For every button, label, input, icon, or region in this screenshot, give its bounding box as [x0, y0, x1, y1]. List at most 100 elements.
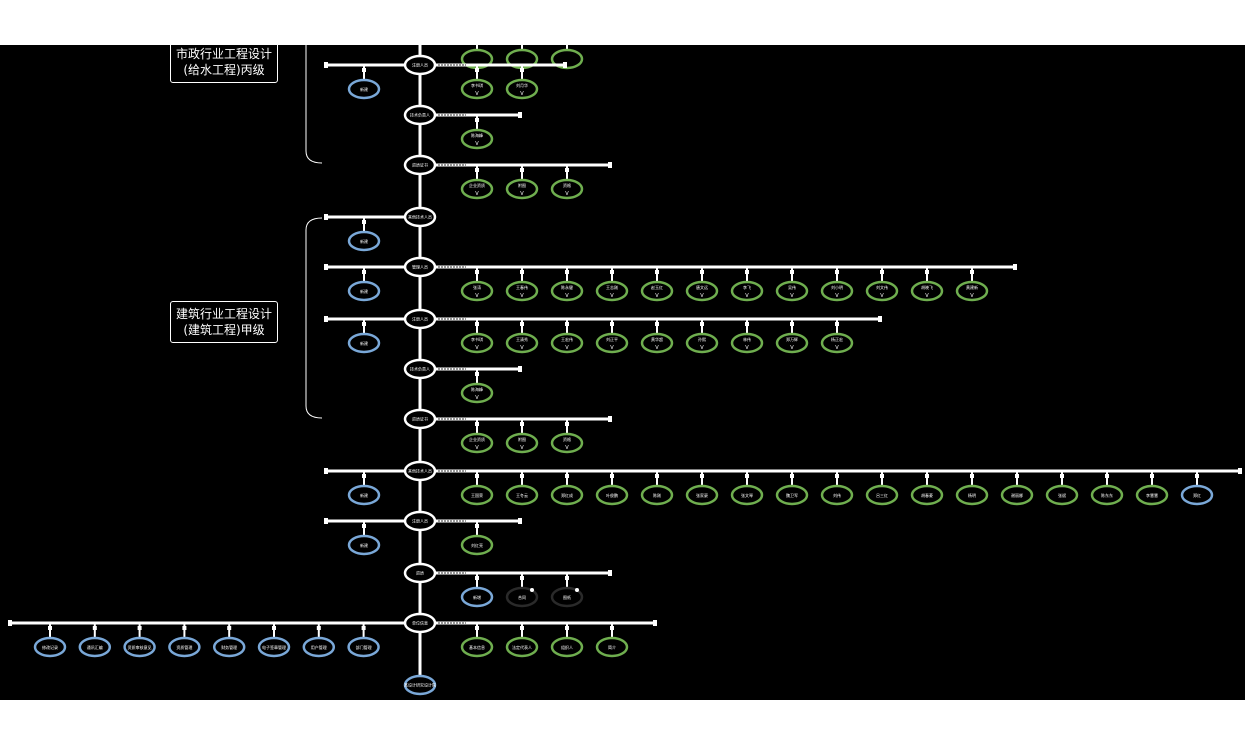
leaf-node[interactable]: [730, 332, 764, 354]
category-node[interactable]: [403, 206, 437, 228]
action-node[interactable]: [347, 636, 380, 658]
action-node[interactable]: [347, 78, 381, 100]
connector-knob: [1015, 474, 1019, 478]
action-node[interactable]: [302, 636, 336, 658]
leaf-node[interactable]: [550, 484, 584, 506]
leaf-node-label: 用户管理: [311, 644, 327, 650]
action-node[interactable]: [257, 636, 291, 658]
leaf-node[interactable]: [505, 280, 539, 302]
leaf-node[interactable]: [550, 178, 584, 200]
category-node[interactable]: [403, 54, 437, 76]
leaf-node[interactable]: [460, 128, 494, 150]
leaf-node-label: 电子签章管理: [262, 644, 286, 650]
leaf-node[interactable]: [820, 332, 854, 354]
chevron-down-icon: V: [655, 345, 659, 351]
leaf-node[interactable]: [1000, 484, 1034, 506]
leaf-node[interactable]: [1045, 484, 1079, 506]
leaf-node[interactable]: [550, 636, 584, 658]
leaf-node[interactable]: [460, 382, 494, 404]
leaf-node[interactable]: [1090, 484, 1124, 506]
leaf-node[interactable]: [775, 332, 809, 354]
leaf-node[interactable]: [460, 332, 494, 354]
connector-knob: [1105, 474, 1109, 478]
leaf-node[interactable]: [460, 78, 494, 100]
leaf-node[interactable]: [640, 332, 674, 354]
leaf-node[interactable]: [505, 178, 539, 200]
leaf-node[interactable]: [595, 332, 629, 354]
leaf-node[interactable]: [505, 484, 539, 506]
leaf-node[interactable]: [910, 484, 944, 506]
leaf-node[interactable]: [955, 484, 989, 506]
action-node[interactable]: [347, 230, 381, 252]
category-node[interactable]: [403, 358, 437, 380]
action-node[interactable]: [1180, 484, 1214, 506]
leaf-node[interactable]: [685, 280, 719, 302]
action-node[interactable]: [78, 636, 112, 658]
leaf-node[interactable]: [820, 280, 854, 302]
section-label[interactable]: 建筑行业工程设计(建筑工程)甲级: [170, 301, 278, 343]
connector-knob: [475, 270, 479, 274]
leaf-node[interactable]: [505, 636, 539, 658]
leaf-node[interactable]: [505, 78, 539, 100]
category-node[interactable]: [403, 104, 437, 126]
leaf-node[interactable]: [730, 484, 764, 506]
leaf-node[interactable]: [550, 280, 584, 302]
category-node[interactable]: [403, 408, 437, 430]
category-node-label: 其他技术人员: [408, 214, 432, 220]
leaf-node[interactable]: [820, 484, 854, 506]
leaf-node[interactable]: [910, 280, 944, 302]
action-node[interactable]: [347, 484, 381, 506]
leaf-node[interactable]: [865, 280, 899, 302]
action-node[interactable]: [347, 280, 381, 302]
leaf-node[interactable]: [460, 636, 494, 658]
connector-knob: [520, 422, 524, 426]
leaf-node[interactable]: [460, 178, 494, 200]
leaf-node[interactable]: [550, 332, 584, 354]
chevron-down-icon: V: [475, 345, 479, 351]
action-node[interactable]: [347, 332, 381, 354]
category-node-label: 技术负责人: [410, 366, 430, 372]
category-node[interactable]: [403, 612, 437, 634]
leaf-node[interactable]: [505, 432, 539, 454]
category-node[interactable]: [403, 256, 437, 278]
category-node[interactable]: [403, 308, 437, 330]
leaf-node[interactable]: [460, 534, 494, 556]
connector-knob: [475, 68, 479, 72]
chevron-down-icon: V: [835, 293, 839, 299]
category-node[interactable]: [403, 674, 437, 696]
leaf-node[interactable]: [685, 484, 719, 506]
leaf-node[interactable]: [865, 484, 899, 506]
action-node[interactable]: [33, 636, 67, 658]
chevron-down-icon: V: [520, 345, 524, 351]
category-node[interactable]: [403, 154, 437, 176]
leaf-node[interactable]: [640, 484, 674, 506]
leaf-node[interactable]: [685, 332, 719, 354]
action-node[interactable]: [347, 534, 381, 556]
action-node[interactable]: [168, 636, 201, 658]
leaf-node[interactable]: [460, 484, 494, 506]
section-label[interactable]: 市政行业工程设计(给水工程)丙级: [170, 45, 278, 83]
leaf-node[interactable]: [775, 484, 809, 506]
leaf-node[interactable]: [1135, 484, 1169, 506]
leaf-node[interactable]: [505, 332, 539, 354]
category-node[interactable]: [403, 460, 437, 482]
leaf-node[interactable]: [550, 586, 584, 608]
action-node[interactable]: [212, 636, 246, 658]
leaf-node[interactable]: [595, 484, 629, 506]
leaf-node[interactable]: [550, 432, 584, 454]
category-node[interactable]: [403, 562, 437, 584]
leaf-node[interactable]: [640, 280, 674, 302]
action-node[interactable]: [123, 636, 156, 658]
leaf-node[interactable]: [730, 280, 764, 302]
leaf-node[interactable]: [955, 280, 989, 302]
leaf-node[interactable]: [595, 636, 629, 658]
leaf-node[interactable]: [460, 432, 494, 454]
leaf-node[interactable]: [775, 280, 809, 302]
leaf-node-label: 新建: [360, 492, 368, 498]
action-node[interactable]: [460, 586, 494, 608]
category-node[interactable]: [403, 510, 437, 532]
leaf-node[interactable]: [505, 586, 539, 608]
leaf-node[interactable]: [595, 280, 629, 302]
leaf-node[interactable]: [460, 280, 494, 302]
leaf-node-label: 刘小明: [831, 284, 843, 290]
